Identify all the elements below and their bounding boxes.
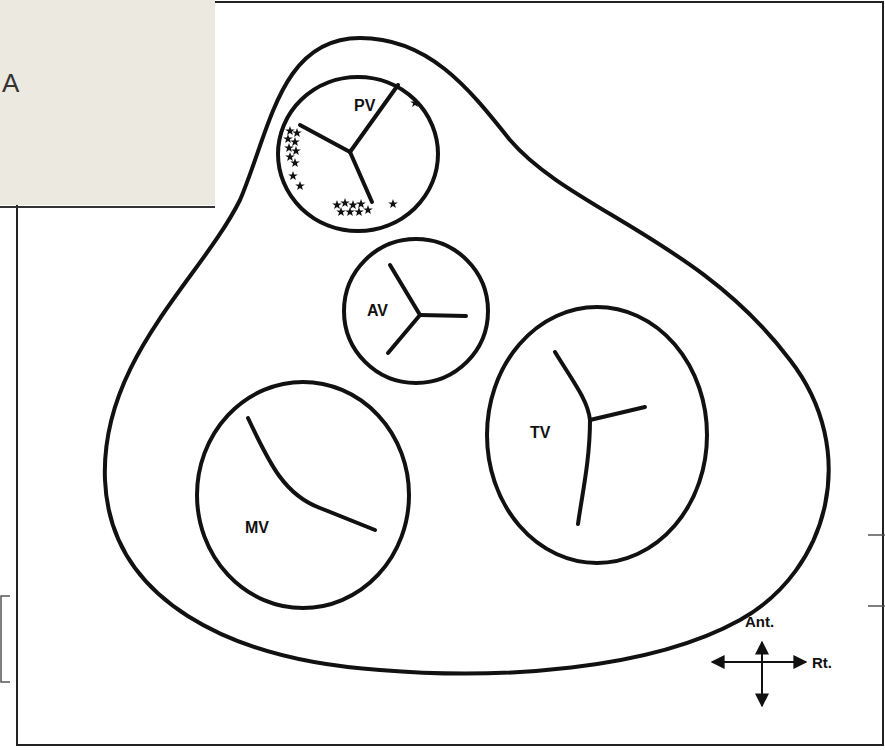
direction-label: Rt. bbox=[812, 654, 832, 672]
circle-outline bbox=[342, 237, 490, 385]
circle-outline bbox=[485, 305, 709, 565]
valve-circle: PV bbox=[276, 75, 440, 233]
valve-label: AV bbox=[367, 302, 388, 320]
valve-circle: TV bbox=[485, 305, 709, 565]
valve-label: TV bbox=[530, 424, 550, 442]
valve-label: PV bbox=[354, 97, 375, 115]
panel-letter: A bbox=[2, 68, 19, 99]
direction-label: Ant. bbox=[745, 613, 774, 631]
circle-outline bbox=[195, 380, 411, 610]
valve-circle: AV bbox=[342, 237, 490, 385]
valve-circle: MV bbox=[195, 380, 411, 610]
valve-label: MV bbox=[245, 519, 269, 537]
